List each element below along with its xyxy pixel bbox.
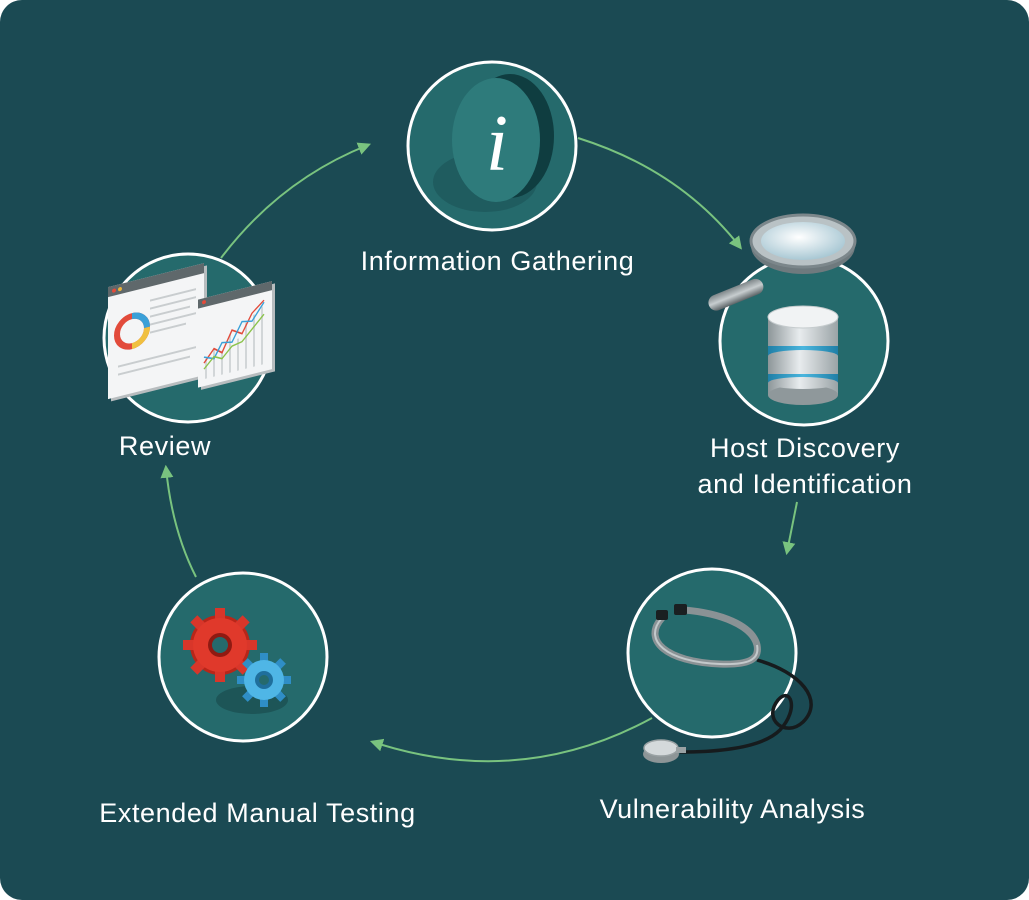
node-information-gathering: i — [406, 60, 578, 232]
gears-icon — [183, 608, 291, 714]
report-charts-icon — [108, 263, 275, 402]
connector-arrows — [160, 137, 798, 763]
arrow-vuln-to-ext — [369, 717, 653, 763]
label-host-discovery-line-1: Host Discovery — [710, 433, 900, 463]
label-review: Review — [118, 431, 212, 461]
arrow-review-to-info — [220, 142, 372, 259]
label-host-discovery-line-2: and Identification — [697, 469, 913, 499]
label-vulnerability-analysis: Vulnerability Analysis — [599, 794, 866, 824]
info-icon: i — [433, 74, 554, 212]
node-review — [102, 252, 275, 424]
stethoscope-icon — [643, 604, 813, 763]
node-host-discovery — [708, 213, 890, 427]
label-host-discovery: Host Discovery and Identification — [670, 430, 940, 502]
node-extended-manual-testing — [157, 571, 329, 743]
label-information-gathering: Information Gathering — [360, 246, 635, 276]
node-vulnerability-analysis — [626, 567, 813, 763]
magnifier-database-icon — [708, 213, 857, 405]
arrow-host-to-vuln — [782, 501, 798, 556]
label-extended-manual-testing: Extended Manual Testing — [99, 798, 416, 828]
arrow-ext-to-review — [160, 464, 197, 578]
arrow-info-to-host — [577, 137, 742, 250]
svg-text:i: i — [486, 100, 508, 188]
